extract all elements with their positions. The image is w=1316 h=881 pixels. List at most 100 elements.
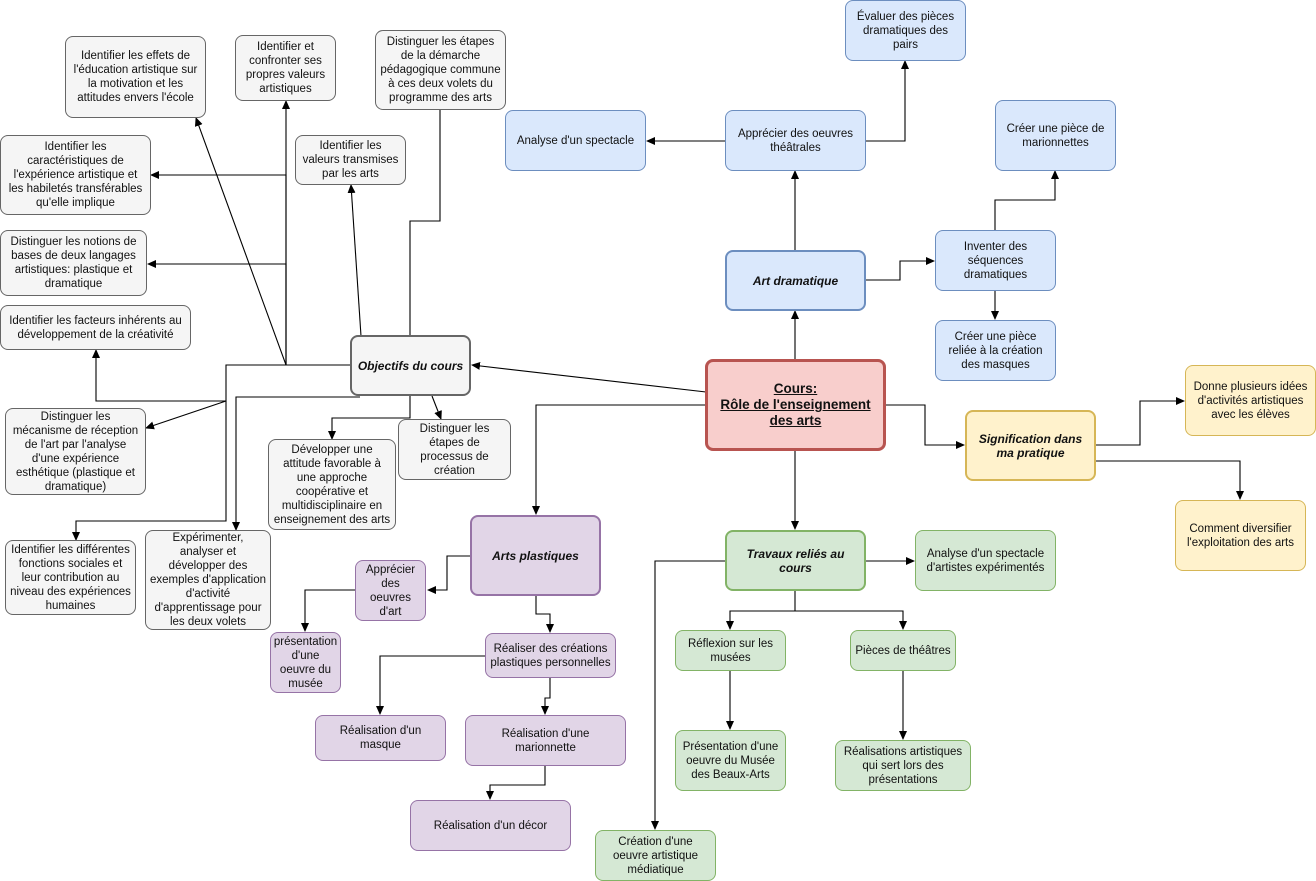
node-obj-effets[interactable]: Identifier les effets de l'éducation art… [65,36,206,118]
node-obj-facteurs[interactable]: Identifier les facteurs inhérents au dév… [0,305,191,350]
node-obj-attitude-label: Développer une attitude favorable à une … [273,443,391,526]
node-ap-presentation-label: présentation d'une oeuvre du musée [273,635,338,690]
node-center-label: Cours: Rôle de l'enseignement des arts [720,381,871,428]
node-ad-marionnettes-label: Créer une pièce de marionnettes [1006,122,1105,149]
edge-obj-distinguer [409,79,444,336]
node-travaux[interactable]: Travaux reliés au cours [725,530,866,591]
node-sig-idees[interactable]: Donne plusieurs idées d'activités artist… [1185,365,1316,436]
node-obj-valeurs[interactable]: Identifier les valeurs transmises par le… [295,135,406,185]
node-obj-facteurs-label: Identifier les facteurs inhérents au dév… [9,314,182,341]
node-ap-presentation[interactable]: présentation d'une oeuvre du musée [270,632,341,693]
node-arts-plastiques[interactable]: Arts plastiques [470,515,601,596]
node-obj-effets-label: Identifier les effets de l'éducation art… [73,50,198,104]
node-tr-creation[interactable]: Création d'une oeuvre artistique médiati… [595,830,716,881]
edge-obj-notions [147,260,287,365]
node-tr-analyse[interactable]: Analyse d'un spectacle d'artistes expéri… [915,530,1056,591]
edge-inventer-marionnettes [994,170,1059,230]
edge-artdram-inventer [866,257,935,281]
node-obj-processus-label: Distinguer les étapes de processus de cr… [419,422,490,477]
node-ad-analyse-label: Analyse d'un spectacle [516,134,635,147]
node-signification[interactable]: Signification dans ma pratique [965,410,1096,481]
node-obj-attitude[interactable]: Développer une attitude favorable à une … [268,439,396,530]
node-tr-realisations[interactable]: Réalisations artistiques qui sert lors d… [835,740,971,791]
node-ad-apprecier[interactable]: Apprécier des oeuvres théâtrales [725,110,866,171]
node-tr-reflexion-label: Réflexion sur les musées [687,637,773,664]
node-obj-processus[interactable]: Distinguer les étapes de processus de cr… [398,419,511,480]
node-ap-marionnette[interactable]: Réalisation d'une marionnette [465,715,626,766]
node-tr-creation-label: Création d'une oeuvre artistique médiati… [612,835,699,876]
node-obj-distinguer-etapes[interactable]: Distinguer les étapes de la démarche péd… [375,30,506,110]
edge-apprecier-evaluer [866,60,909,142]
node-ad-evaluer[interactable]: Évaluer des pièces dramatiques des pairs [845,0,966,61]
node-obj-mecanisme[interactable]: Distinguer les mécanisme de réception de… [5,408,146,495]
node-art-dramatique-label: Art dramatique [752,273,839,288]
edge-obj-processus [431,395,442,420]
node-tr-pieces[interactable]: Pièces de théâtres [850,630,956,671]
edge-obj-mecanisme [145,400,227,430]
edge-artsplast-realiser [535,596,554,633]
node-ap-apprecier[interactable]: Apprécier des oeuvres d'art [355,560,426,621]
edge-center-objectifs [471,361,707,393]
edge-obj-valeurs [347,184,362,337]
node-arts-plastiques-label: Arts plastiques [492,548,579,563]
edge-obj-experimenter [232,396,360,531]
edge-travaux-pieces [795,610,907,630]
node-obj-experimenter[interactable]: Expérimenter, analyser et développer des… [145,530,271,630]
node-ap-decor-label: Réalisation d'un décor [433,819,548,832]
node-ap-decor[interactable]: Réalisation d'un décor [410,800,571,851]
node-ap-marionnette-label: Réalisation d'une marionnette [501,727,590,754]
node-ap-masque-label: Réalisation d'un masque [339,725,422,751]
edge-ap-apprecier-presentation [301,589,355,632]
node-tr-presentation-label: Présentation d'une oeuvre du Musée des B… [682,740,779,781]
edge-sig-diversifier [1096,460,1244,500]
node-obj-fonctions[interactable]: Identifier les différentes fonctions soc… [5,540,136,615]
node-ap-realiser[interactable]: Réaliser des créations plastiques person… [485,633,616,678]
node-sig-diversifier[interactable]: Comment diversifier l'exploitation des a… [1175,500,1306,571]
node-objectifs[interactable]: Objectifs du cours [350,335,471,396]
edge-obj-fonctions [72,401,227,541]
node-sig-diversifier-label: Comment diversifier l'exploitation des a… [1186,522,1295,549]
node-obj-notions-label: Distinguer les notions de bases de deux … [10,236,137,290]
node-objectifs-label: Objectifs du cours [357,358,464,373]
node-ad-analyse[interactable]: Analyse d'un spectacle [505,110,646,171]
edge-travaux-reflexion [726,591,796,630]
edge-center-artsplast [532,404,706,515]
edge-marionnette-decor [486,766,546,800]
node-ad-inventer[interactable]: Inventer des séquences dramatiques [935,230,1056,291]
node-ad-apprecier-label: Apprécier des oeuvres théâtrales [737,127,854,154]
node-obj-caracteristiques[interactable]: Identifier les caractéristiques de l'exp… [0,135,151,215]
node-ad-masques-label: Créer une pièce reliée à la création des… [948,330,1043,371]
node-travaux-label: Travaux reliés au cours [746,546,845,575]
edge-artsplast-apprecier [427,555,470,594]
edge-center-signification [886,404,965,449]
node-center[interactable]: Cours: Rôle de l'enseignement des arts [705,359,886,451]
node-art-dramatique[interactable]: Art dramatique [725,250,866,311]
node-obj-confronter-label: Identifier et confronter ses propres val… [245,41,326,95]
node-sig-idees-label: Donne plusieurs idées d'activités artist… [1193,380,1308,421]
node-ap-masque[interactable]: Réalisation d'un masque [315,715,446,761]
node-obj-fonctions-label: Identifier les différentes fonctions soc… [10,543,131,612]
node-obj-mecanisme-label: Distinguer les mécanisme de réception de… [12,410,139,493]
edge-sig-idees [1096,397,1185,446]
node-ad-evaluer-label: Évaluer des pièces dramatiques des pairs [856,10,955,51]
edge-travaux-creation [651,560,725,830]
edge-realiser-marionnette [541,678,551,715]
node-ad-inventer-label: Inventer des séquences dramatiques [963,240,1028,281]
node-ad-masques[interactable]: Créer une pièce reliée à la création des… [935,320,1056,381]
node-obj-confronter[interactable]: Identifier et confronter ses propres val… [235,35,336,101]
node-obj-experimenter-label: Expérimenter, analyser et développer des… [150,532,266,628]
edge-obj-attitude [328,396,411,440]
node-obj-notions[interactable]: Distinguer les notions de bases de deux … [0,230,147,296]
edge-realiser-masque [376,655,485,715]
node-obj-valeurs-label: Identifier les valeurs transmises par le… [302,140,399,180]
node-tr-reflexion[interactable]: Réflexion sur les musées [675,630,786,671]
node-obj-caracteristiques-label: Identifier les caractéristiques de l'exp… [8,141,143,209]
node-tr-analyse-label: Analyse d'un spectacle d'artistes expéri… [926,547,1045,574]
node-tr-presentation[interactable]: Présentation d'une oeuvre du Musée des B… [675,730,786,791]
node-tr-realisations-label: Réalisations artistiques qui sert lors d… [843,745,963,786]
edge-obj-facteurs [92,349,350,402]
node-tr-pieces-label: Pièces de théâtres [855,644,951,657]
node-ap-realiser-label: Réaliser des créations plastiques person… [490,642,611,669]
node-ad-marionnettes[interactable]: Créer une pièce de marionnettes [995,100,1116,171]
